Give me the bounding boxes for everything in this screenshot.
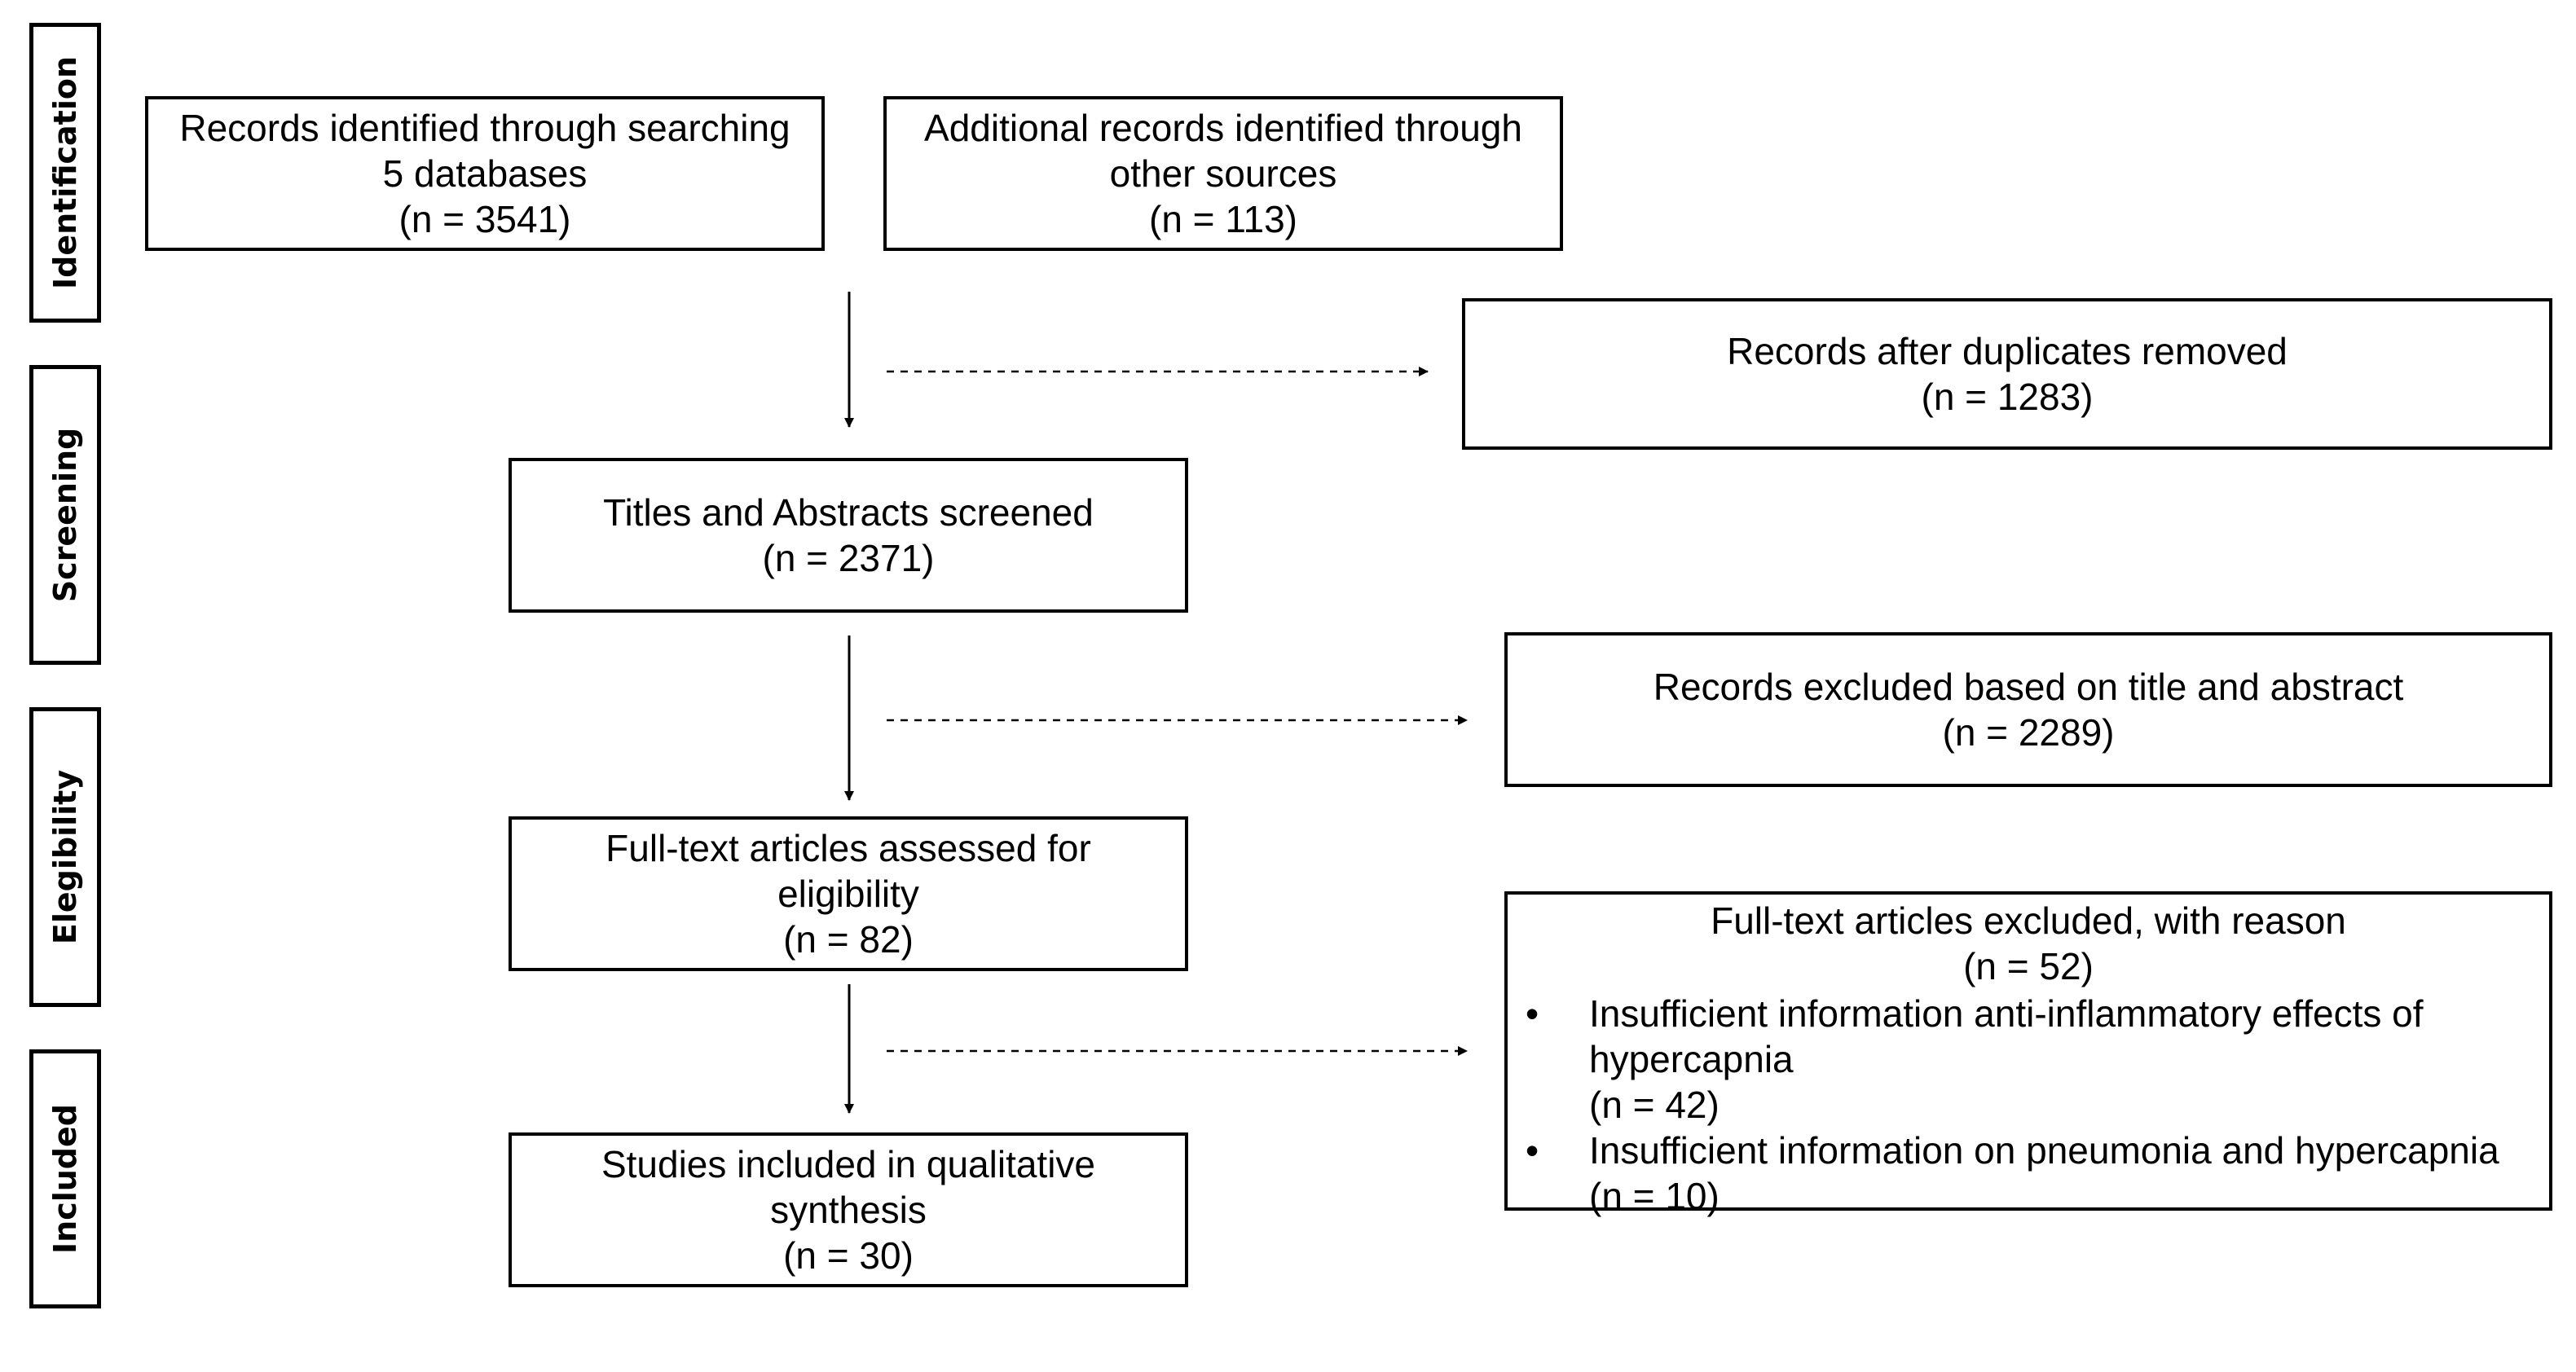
exclusion-reasons-list: • Insufficient information anti-inflamma… xyxy=(1508,991,2549,1219)
included-studies-box: Studies included in qualitative synthesi… xyxy=(509,1132,1188,1287)
box-line: Records identified through searching xyxy=(179,107,790,149)
box-line: eligibility xyxy=(777,873,919,915)
records-identified-box: Records identified through searching 5 d… xyxy=(145,96,825,251)
box-count: (n = 30) xyxy=(783,1234,914,1277)
box-line: Full-text articles assessed for xyxy=(605,827,1091,869)
excluded-count: (n = 52) xyxy=(1963,945,2094,987)
box-line: Records excluded based on title and abst… xyxy=(1653,666,2404,708)
reason-line: Insufficient information on pneumonia an… xyxy=(1589,1129,2499,1172)
box-count: (n = 2371) xyxy=(762,537,935,579)
box-line: Titles and Abstracts screened xyxy=(603,491,1094,534)
fulltext-excluded-box: Full-text articles excluded, with reason… xyxy=(1504,891,2552,1217)
additional-records-box: Additional records identified through ot… xyxy=(883,96,1563,251)
box-count: (n = 1283) xyxy=(1921,376,2094,418)
box-line: synthesis xyxy=(770,1189,927,1231)
box-line: Studies included in qualitative xyxy=(601,1143,1096,1185)
stage-included: Included xyxy=(29,1049,101,1308)
reason-count: (n = 42) xyxy=(1589,1084,1720,1126)
excluded-title: Full-text articles excluded, with reason xyxy=(1711,899,2346,942)
bullet-icon: • xyxy=(1526,1129,1539,1172)
bullet-icon: • xyxy=(1526,992,1539,1035)
duplicates-removed-box: Records after duplicates removed (n = 12… xyxy=(1462,298,2552,450)
stage-eligibility: Elegibility xyxy=(29,707,101,1007)
reason-line: Insufficient information anti-inflammato… xyxy=(1589,992,2424,1035)
box-line: Additional records identified through xyxy=(924,107,1522,149)
reason-line: hypercapnia xyxy=(1589,1038,1794,1080)
stage-identification: Identification xyxy=(29,23,101,323)
reason-count: (n = 10) xyxy=(1589,1175,1720,1217)
box-line: other sources xyxy=(1109,152,1337,195)
box-count: (n = 82) xyxy=(783,918,914,961)
box-line: 5 databases xyxy=(382,152,588,195)
box-count: (n = 2289) xyxy=(1942,711,2115,754)
exclusion-reason: • Insufficient information anti-inflamma… xyxy=(1508,991,2549,1128)
exclusion-reason: • Insufficient information on pneumonia … xyxy=(1508,1128,2549,1219)
box-count: (n = 3541) xyxy=(399,198,571,240)
fulltext-assessed-box: Full-text articles assessed for eligibil… xyxy=(509,816,1188,971)
box-count: (n = 113) xyxy=(1149,198,1297,240)
box-line: Records after duplicates removed xyxy=(1727,330,2288,372)
stage-screening: Screening xyxy=(29,365,101,665)
screened-box: Titles and Abstracts screened (n = 2371) xyxy=(509,458,1188,613)
excluded-title-abstract-box: Records excluded based on title and abst… xyxy=(1504,632,2552,787)
